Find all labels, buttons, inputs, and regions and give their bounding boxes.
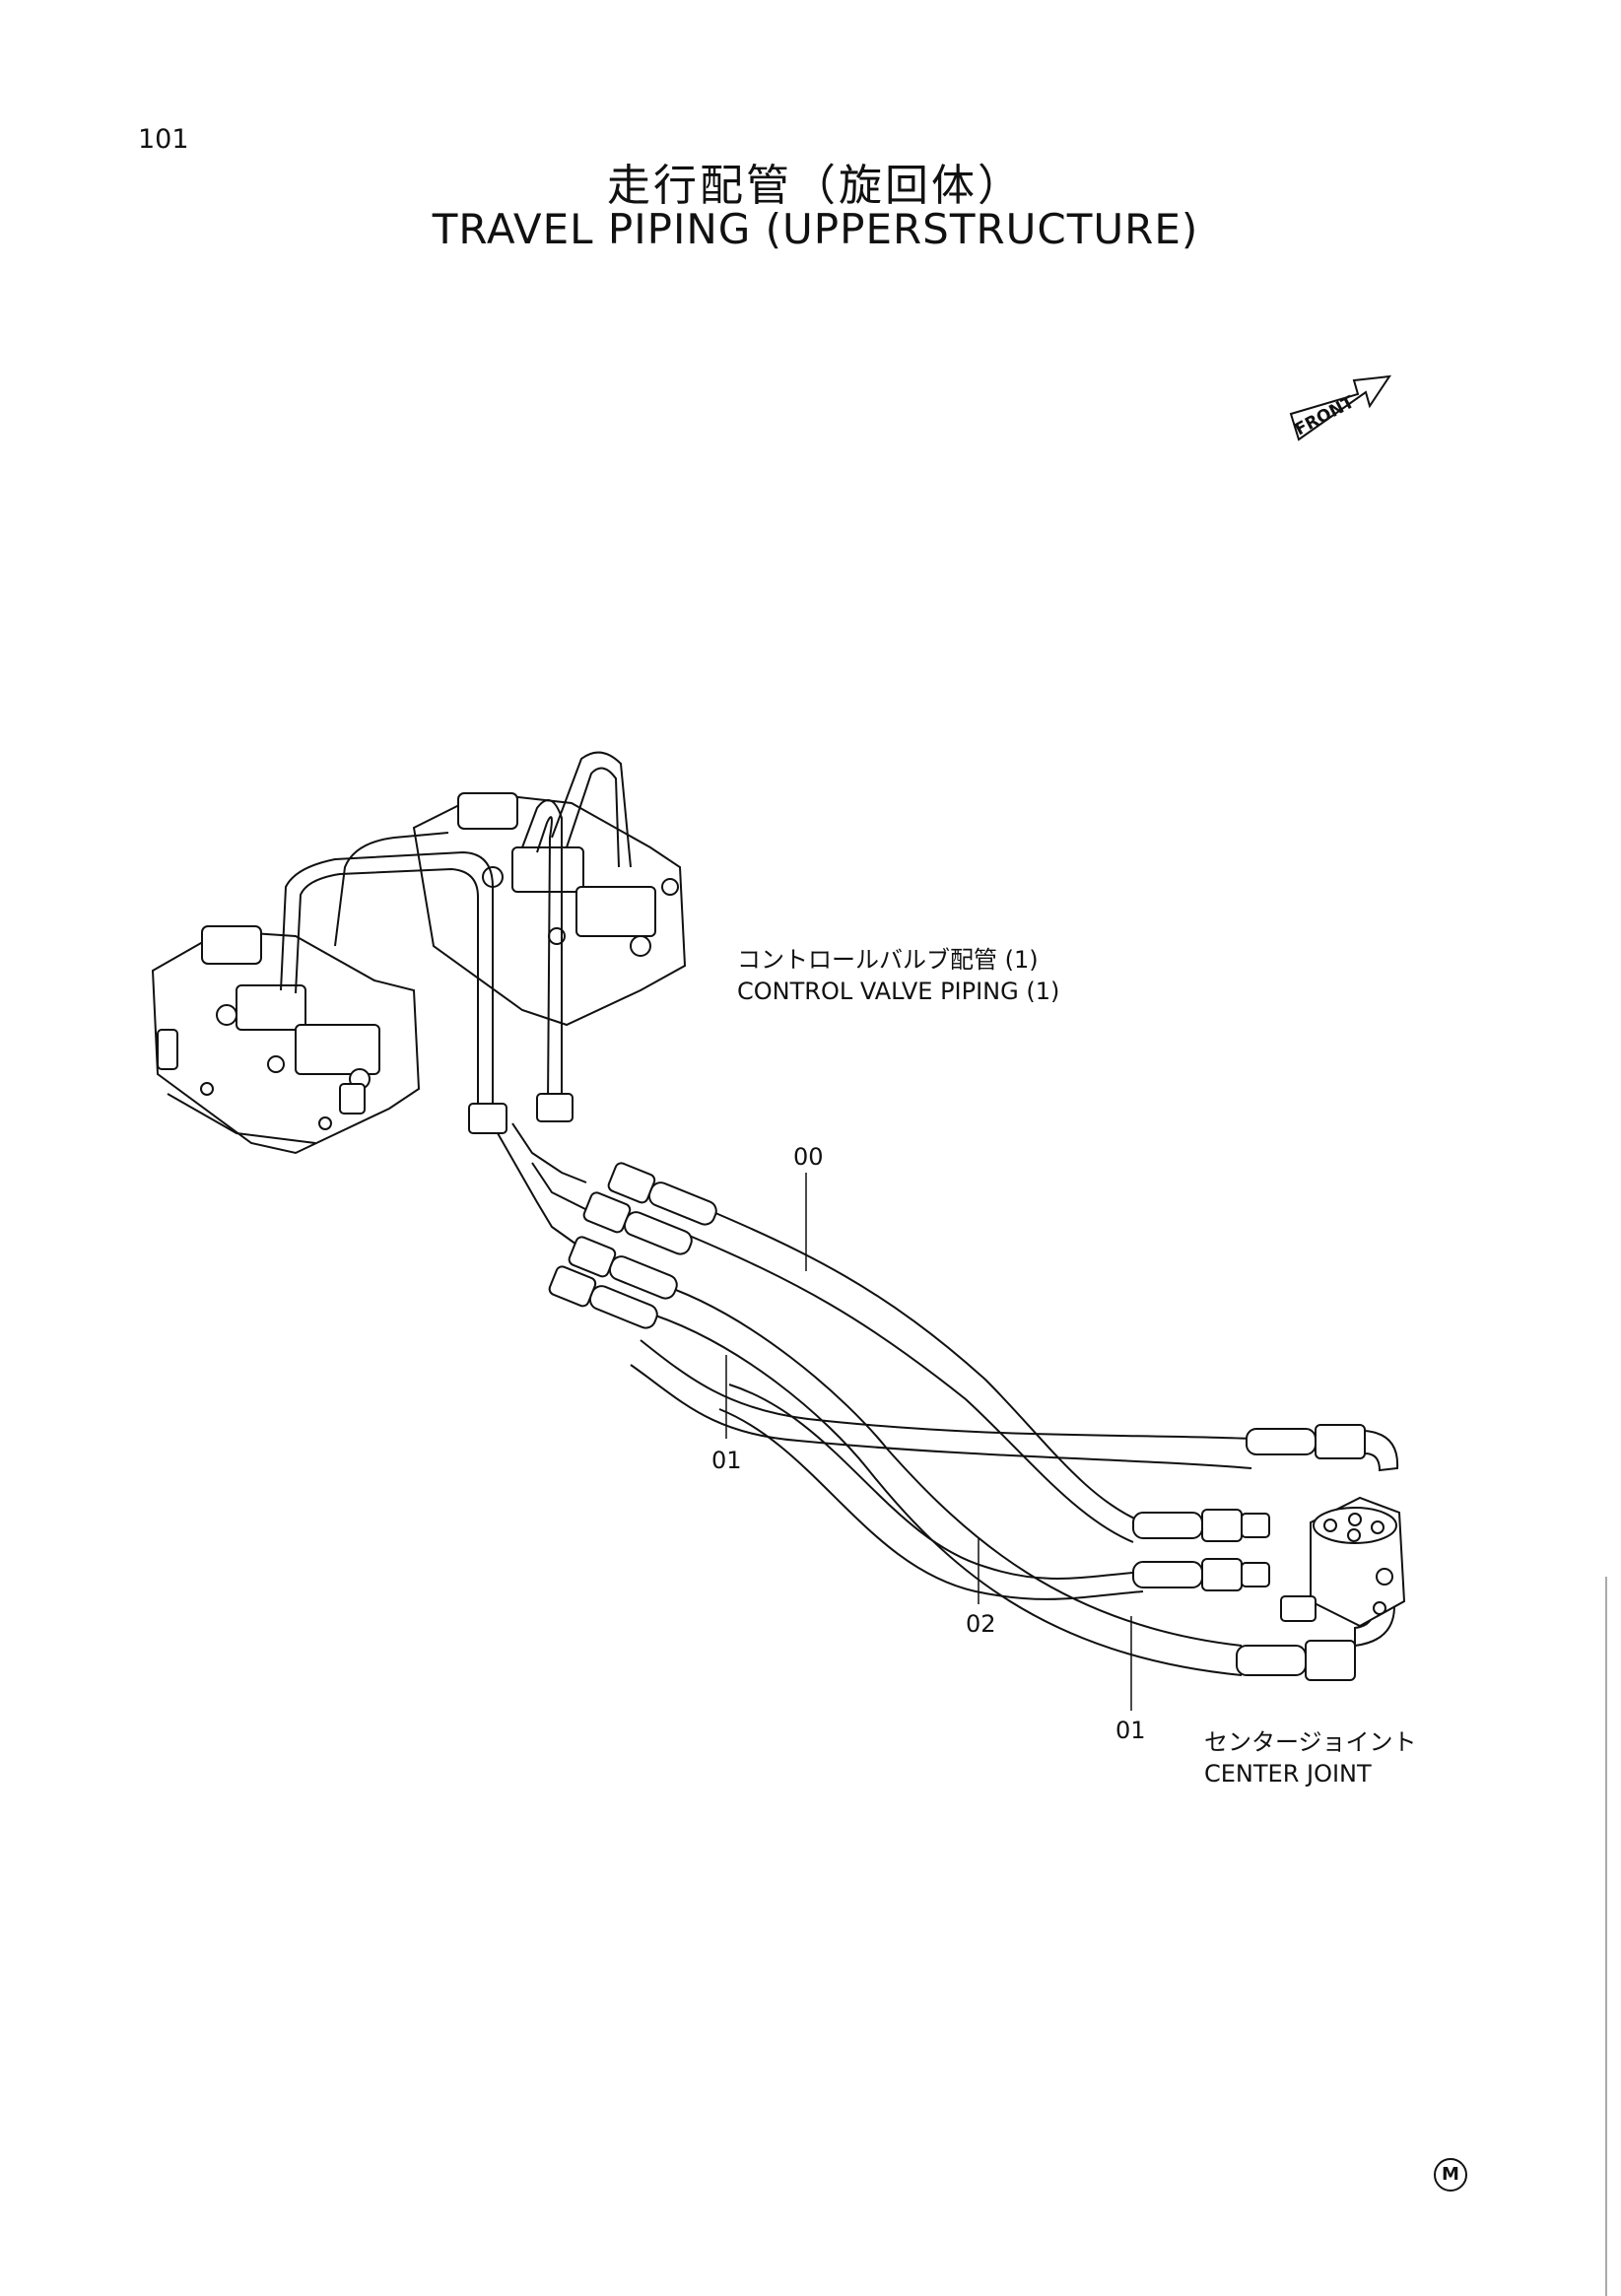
leader-lines [725, 1173, 1132, 1711]
control-valve-piping-label-en: CONTROL VALVE PIPING (1) [737, 978, 1060, 1005]
circled-m-mark: M [1434, 2158, 1467, 2192]
front-arrow-icon: FRONT [1289, 374, 1392, 441]
hydraulic-hoses [630, 1201, 1252, 1676]
page-title-japanese: 走行配管（旋回体） [607, 161, 1024, 211]
center-joint-label-jp: センタージョイント [1204, 1728, 1417, 1756]
page-number: 101 [138, 124, 189, 155]
center-joint-label-en: CENTER JOINT [1204, 1760, 1372, 1788]
part-number-00: 00 [793, 1143, 824, 1171]
part-number-01-left: 01 [711, 1447, 742, 1474]
control-valve-piping-label-jp: コントロールバルブ配管 (1) [737, 946, 1039, 974]
part-number-01-right: 01 [1115, 1717, 1146, 1744]
part-number-02: 02 [966, 1610, 996, 1638]
hose-end-fittings-left [548, 1162, 717, 1329]
page-title-english: TRAVEL PIPING (UPPERSTRUCTURE) [432, 205, 1199, 253]
hose-end-fittings-right [1132, 1424, 1399, 1681]
control-valve-assembly [151, 925, 421, 1155]
center-joint [1280, 1496, 1406, 1628]
steel-pipes [280, 751, 632, 1252]
